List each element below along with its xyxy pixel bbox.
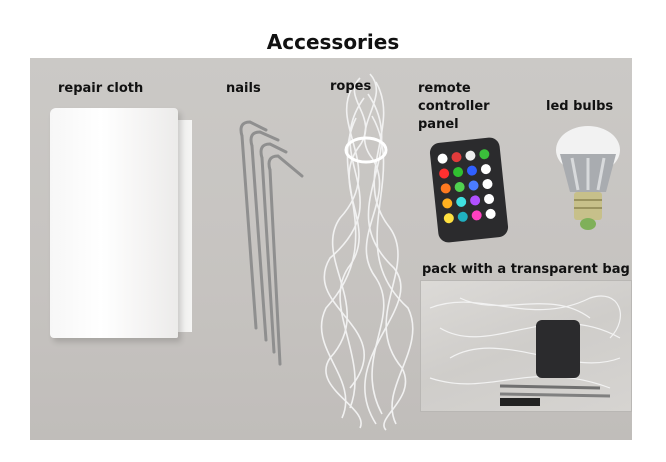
remote-controller-image <box>429 137 509 243</box>
remote-button <box>480 164 491 175</box>
led-bulb-image <box>556 126 620 230</box>
bag-contents <box>429 295 621 389</box>
page-title: Accessories <box>266 30 400 54</box>
ropes-image <box>320 73 414 431</box>
rope-knot <box>344 136 388 164</box>
label-remote-line2: controller <box>418 99 490 114</box>
remote-button <box>440 183 451 194</box>
remote-button <box>456 196 467 207</box>
bag-remote <box>536 320 580 378</box>
remote-button <box>454 181 465 192</box>
remote-button <box>485 208 496 219</box>
remote-button <box>479 149 490 160</box>
remote-button <box>451 152 462 163</box>
remote-button <box>437 153 448 164</box>
label-ropes: ropes <box>330 79 372 94</box>
label-pack: pack with a transparent bag <box>422 262 630 277</box>
bag-nails <box>499 384 601 390</box>
remote-button <box>442 198 453 209</box>
remote-button <box>468 180 479 191</box>
label-repair-cloth: repair cloth <box>58 81 144 96</box>
label-remote-line3: panel <box>418 117 459 132</box>
remote-button <box>471 210 482 221</box>
nails-image <box>239 120 304 366</box>
items-drawing <box>239 73 621 431</box>
accessories-photo: repair cloth nails ropes remote controll… <box>30 58 632 440</box>
remote-button <box>470 195 481 206</box>
remote-button <box>453 167 464 178</box>
remote-button <box>482 179 493 190</box>
remote-button <box>465 150 476 161</box>
remote-button <box>457 211 468 222</box>
remote-button <box>443 213 454 224</box>
repair-cloth-image <box>50 108 178 338</box>
label-nails: nails <box>226 81 261 96</box>
remote-button <box>466 165 477 176</box>
label-remote-line1: remote <box>418 81 471 96</box>
remote-button <box>484 193 495 204</box>
remote-button <box>439 168 450 179</box>
label-led-bulbs: led bulbs <box>546 99 614 114</box>
